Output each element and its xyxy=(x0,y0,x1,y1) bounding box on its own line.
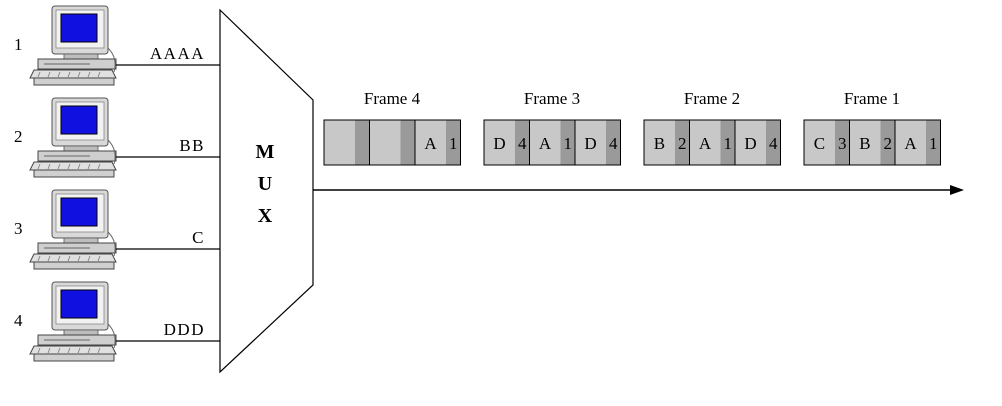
slot-letter: A xyxy=(539,134,552,153)
slot-index: 2 xyxy=(678,134,687,153)
slot-index: 3 xyxy=(838,134,847,153)
terminal-number: 3 xyxy=(14,219,23,238)
signal-label: AAAA xyxy=(150,44,205,63)
terminal-number: 1 xyxy=(14,35,23,54)
slot-index: 4 xyxy=(518,134,527,153)
slot-index: 1 xyxy=(563,134,572,153)
frame-slot xyxy=(369,119,416,166)
computer-icon xyxy=(29,97,117,178)
mux-block xyxy=(219,8,314,374)
mux-letter: X xyxy=(258,205,273,227)
terminal-2: 2 BB xyxy=(14,97,220,178)
slot-index: 1 xyxy=(929,134,938,153)
slot-index: 4 xyxy=(609,134,618,153)
slot-letter: B xyxy=(654,134,665,153)
terminal-number: 2 xyxy=(14,127,23,146)
terminal-4: 4 DDD xyxy=(14,281,220,362)
computer-icon xyxy=(29,189,117,270)
slot-index: 4 xyxy=(769,134,778,153)
terminal-number: 4 xyxy=(14,311,23,330)
slot-letter: A xyxy=(424,134,437,153)
mux-letter: U xyxy=(258,173,272,195)
slot-index: 1 xyxy=(723,134,732,153)
frame-slot xyxy=(323,119,370,166)
mux-label: MUX xyxy=(256,141,275,227)
slot-letter: A xyxy=(904,134,917,153)
frame-title: Frame 2 xyxy=(684,89,740,108)
slot-letter: B xyxy=(859,134,870,153)
frame-title: Frame 3 xyxy=(524,89,580,108)
signal-label: BB xyxy=(179,136,205,155)
terminal-1: 1 AAAA xyxy=(14,5,220,86)
mux-letter: M xyxy=(256,141,275,163)
slot-letter: C xyxy=(814,134,825,153)
slot-index: 1 xyxy=(449,134,458,153)
signal-label: C xyxy=(192,228,205,247)
slot-letter: D xyxy=(744,134,756,153)
slot-letter: D xyxy=(493,134,505,153)
slot-letter: D xyxy=(584,134,596,153)
computer-icon xyxy=(29,5,117,86)
slot-index: 2 xyxy=(883,134,892,153)
signal-label: DDD xyxy=(164,320,205,339)
slot-letter: A xyxy=(699,134,712,153)
frame-title: Frame 1 xyxy=(844,89,900,108)
computer-icon xyxy=(29,281,117,362)
frame-title: Frame 4 xyxy=(364,89,421,108)
